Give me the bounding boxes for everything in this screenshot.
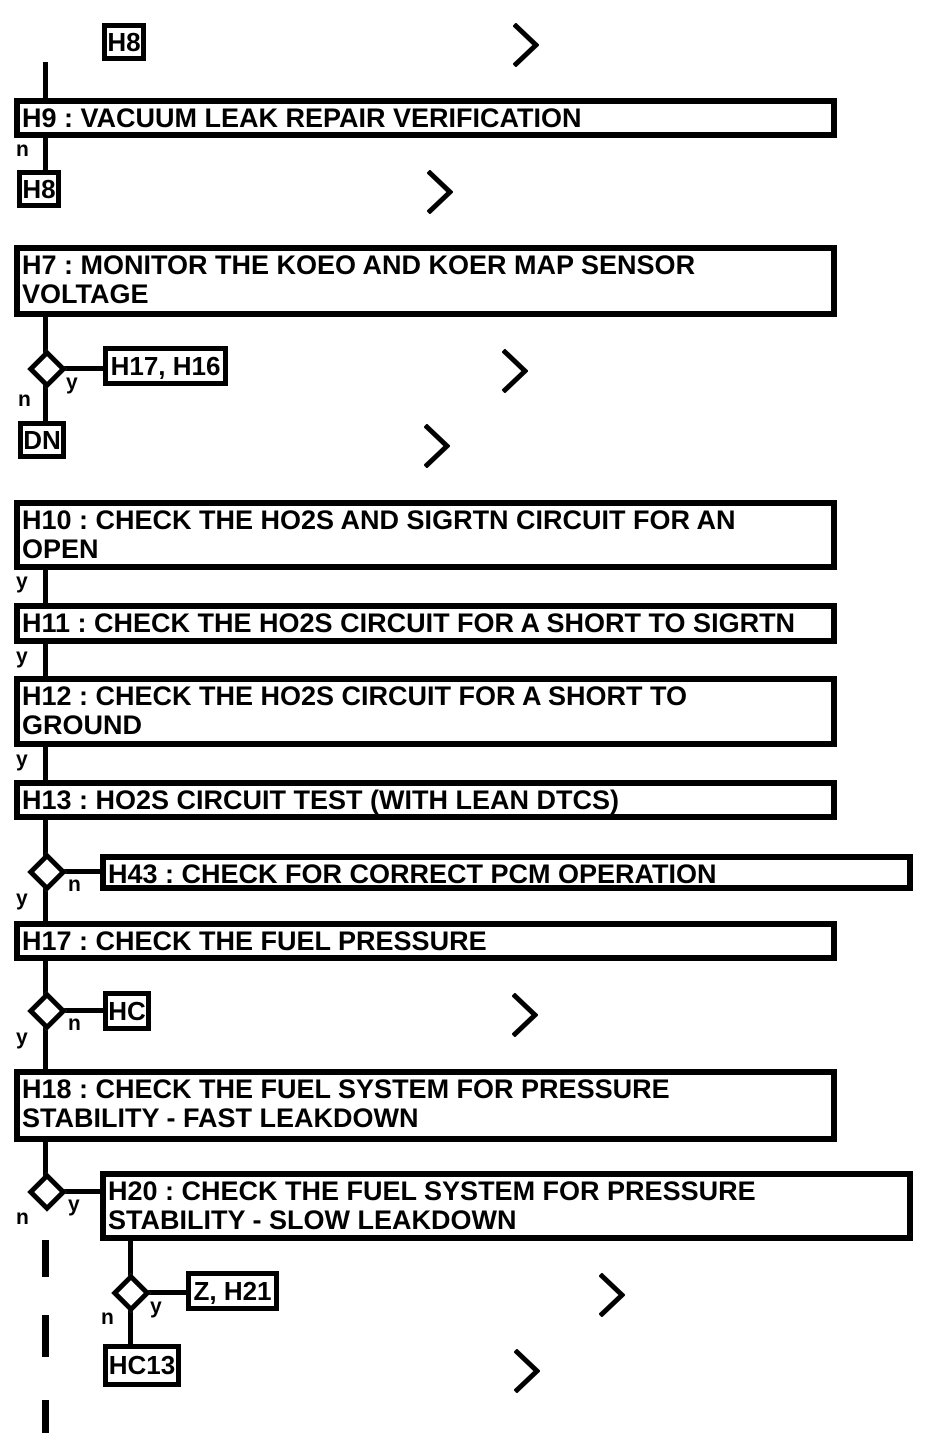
step-box-h11: H11 : CHECK THE HO2S CIRCUIT FOR A SHORT… (14, 603, 837, 644)
connector-line (43, 569, 48, 605)
step-box-h13: H13 : HO2S CIRCUIT TEST (WITH LEAN DTCS) (14, 780, 837, 820)
branch-label-y: y (16, 645, 28, 668)
connector-line (58, 869, 100, 874)
decision-diamond-h18 (27, 1172, 67, 1212)
ref-box-z-h21: Z, H21 (186, 1271, 279, 1311)
continuation-chevron-icon (514, 1349, 540, 1393)
ref-box-hc: HC (103, 991, 151, 1031)
step-box-h17: H17 : CHECK THE FUEL PRESSURE (14, 921, 837, 961)
step-box-h18: H18 : CHECK THE FUEL SYSTEM FOR PRESSURE… (14, 1069, 837, 1142)
continuation-chevron-icon (599, 1273, 625, 1317)
step-box-text: STABILITY - FAST LEAKDOWN (22, 1103, 419, 1133)
step-box-text: VOLTAGE (22, 279, 149, 309)
step-box-text: H20 : CHECK THE FUEL SYSTEM FOR PRESSURE (108, 1176, 756, 1206)
step-box-text: H18 : CHECK THE FUEL SYSTEM FOR PRESSURE (22, 1074, 670, 1104)
ref-box-label: H8 (22, 173, 56, 204)
step-box-text: OPEN (22, 534, 99, 564)
step-box-text: H11 : CHECK THE HO2S CIRCUIT FOR A SHORT… (22, 608, 796, 638)
connector-line (43, 819, 48, 860)
branch-label-y: y (66, 371, 78, 394)
connector-line (43, 884, 48, 923)
ref-box-h8: H8 (17, 170, 61, 208)
step-box-h20: H20 : CHECK THE FUEL SYSTEM FOR PRESSURE… (100, 1171, 913, 1241)
dashed-connector (42, 1400, 49, 1433)
ref-box-label: H8 (107, 26, 141, 57)
decision-diamond-h13 (27, 852, 67, 892)
ref-box-label: DN (23, 424, 61, 455)
connector-line (43, 317, 48, 357)
step-box-h7: H7 : MONITOR THE KOEO AND KOER MAP SENSO… (14, 245, 837, 317)
continuation-chevron-icon (502, 349, 528, 393)
connector-line (142, 1290, 186, 1295)
step-box-text: H7 : MONITOR THE KOEO AND KOER MAP SENSO… (22, 250, 696, 280)
step-box-h43: H43 : CHECK FOR CORRECT PCM OPERATION (100, 854, 913, 891)
branch-label-y: y (150, 1295, 162, 1318)
branch-label-n: n (68, 1012, 81, 1035)
branch-label-y: y (16, 748, 28, 771)
ref-box-label: H17, H16 (110, 350, 221, 381)
ref-box-hc13: HC13 (103, 1344, 181, 1387)
ref-box-label: Z, H21 (193, 1275, 272, 1306)
connector-line (43, 960, 48, 999)
branch-label-n: n (18, 388, 31, 411)
branch-label-y: y (16, 1026, 28, 1049)
continuation-chevron-icon (512, 993, 538, 1037)
ref-box-h8-top: H8 (102, 23, 146, 61)
continuation-chevron-icon (424, 424, 450, 468)
step-box-text: H9 : VACUUM LEAK REPAIR VERIFICATION (22, 103, 582, 133)
step-box-h9: H9 : VACUUM LEAK REPAIR VERIFICATION (14, 98, 837, 138)
branch-label-n: n (16, 138, 29, 161)
connector-line (43, 746, 48, 782)
branch-label-n: n (101, 1306, 114, 1329)
connector-line (58, 366, 103, 371)
connector-line (43, 643, 48, 678)
branch-label-n: n (16, 1206, 29, 1229)
connector-line (43, 1141, 48, 1180)
dashed-connector (42, 1240, 49, 1277)
connector-line (43, 381, 48, 423)
step-box-text: STABILITY - SLOW LEAKDOWN (108, 1205, 517, 1235)
branch-label-y: y (16, 570, 28, 593)
step-box-h10: H10 : CHECK THE HO2S AND SIGRTN CIRCUIT … (14, 500, 837, 570)
connector-line (43, 62, 48, 98)
branch-label-y: y (68, 1193, 80, 1216)
step-box-text: H13 : HO2S CIRCUIT TEST (WITH LEAN DTCS) (22, 785, 620, 815)
continuation-chevron-icon (427, 170, 453, 214)
ref-box-dn: DN (18, 421, 66, 459)
step-box-text: GROUND (22, 710, 142, 740)
step-box-h12: H12 : CHECK THE HO2S CIRCUIT FOR A SHORT… (14, 676, 837, 747)
ref-box-label: HC (108, 995, 146, 1026)
step-box-text: H17 : CHECK THE FUEL PRESSURE (22, 926, 487, 956)
decision-diamond-h7 (27, 349, 67, 389)
decision-diamond-h20 (111, 1273, 151, 1313)
connector-line (43, 138, 48, 172)
continuation-chevron-icon (513, 23, 539, 67)
dashed-connector (42, 1315, 49, 1357)
step-box-text: H43 : CHECK FOR CORRECT PCM OPERATION (108, 859, 717, 889)
step-box-text: H10 : CHECK THE HO2S AND SIGRTN CIRCUIT … (22, 505, 736, 535)
branch-label-n: n (68, 873, 81, 896)
connector-line (128, 1305, 133, 1346)
connector-line (128, 1240, 133, 1281)
branch-label-y: y (16, 887, 28, 910)
connector-line (58, 1008, 103, 1013)
connector-line (58, 1189, 100, 1194)
ref-box-h17-h16: H17, H16 (103, 346, 228, 386)
step-box-text: H12 : CHECK THE HO2S CIRCUIT FOR A SHORT… (22, 681, 688, 711)
decision-diamond-h17 (27, 991, 67, 1031)
connector-line (43, 1023, 48, 1071)
ref-box-label: HC13 (108, 1350, 176, 1380)
